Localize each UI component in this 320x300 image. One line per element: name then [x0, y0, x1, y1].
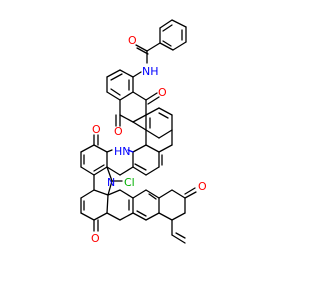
molecule-canvas: O NH O O HN O N Cl O O: [80, 19, 207, 245]
ketone-oxygen-3-label: O: [92, 123, 101, 136]
amide-oxygen-label: O: [128, 34, 137, 47]
ketone-oxygen-4-label: O: [91, 232, 100, 245]
atom-labels: O NH O O HN O N Cl O O: [91, 34, 207, 245]
indole-nitrogen-label: N: [107, 176, 115, 189]
bonds: [80, 19, 197, 244]
ketone-oxygen-2-label: O: [114, 125, 123, 138]
ketone-oxygen-1-label: O: [158, 86, 167, 99]
ring-nh-label: HN: [114, 145, 131, 158]
structural-formula: O NH O O HN O N Cl O O: [80, 19, 207, 245]
amide-nh-label: NH: [142, 65, 159, 78]
ketone-oxygen-5-label: O: [198, 180, 207, 193]
chlorine-label: Cl: [124, 176, 135, 189]
